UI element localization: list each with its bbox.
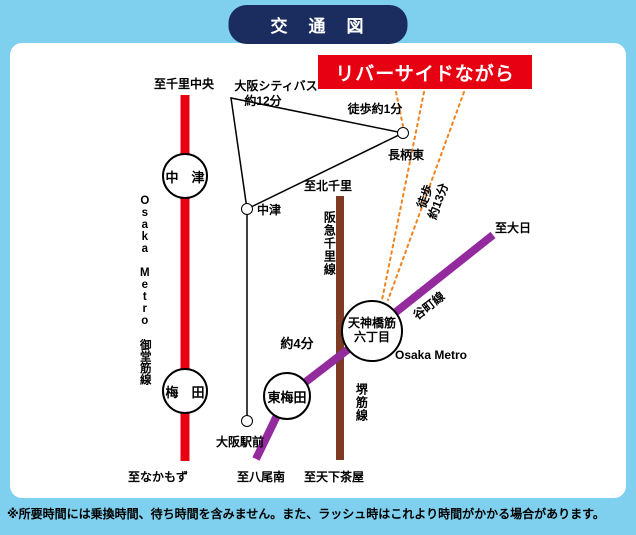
station-nakatsu-label: 中 津 (165, 169, 205, 185)
stop-label-osaka-ekimae: 大阪駅前 (215, 435, 265, 449)
line-label-sakaisuji: 堺筋線 (354, 383, 369, 422)
destination-highlight-box: リバーサイドながら (318, 55, 532, 89)
station-tenroku-label-1: 天神橋筋 (347, 316, 396, 331)
duration-bus-time: 約12分 (244, 94, 282, 108)
terminus-tengachaya: 至天下茶屋 (303, 470, 365, 484)
stop-label-nakatsu-hankyu: 中津 (257, 203, 282, 217)
walk-dotted-to-nagarahigashi (395, 91, 404, 127)
stop-nakatsu-hankyu (241, 203, 253, 215)
station-umeda: 梅 田 (162, 368, 208, 414)
terminus-yao-minami: 至八尾南 (236, 470, 286, 484)
stop-label-nagarahigashi: 長柄東 (387, 148, 425, 162)
station-tenroku-label-2: 六丁目 (353, 330, 390, 344)
map-panel (10, 43, 626, 498)
stop-osaka-ekimae (241, 415, 253, 427)
duration-bus-name: 大阪シティバス (234, 79, 318, 93)
station-higashi-umeda-label: 東梅田 (267, 389, 307, 405)
terminus-senri-chuo: 至千里中央 (153, 77, 215, 91)
terminus-dainichi: 至大日 (494, 221, 532, 235)
line-label-midosuji: Osaka Metro 御堂筋線 (138, 195, 151, 385)
station-tenjimbashisuji-6chome: 天神橋筋 六丁目 (341, 300, 403, 362)
station-umeda-label: 梅 田 (165, 384, 205, 400)
footnote: ※所要時間には乗換時間、待ち時間を含みません。また、ラッシュ時はこれより時間がか… (7, 507, 605, 521)
terminus-kita-senri: 至北千里 (303, 179, 353, 193)
line-label-osaka-metro: Osaka Metro (394, 348, 468, 362)
bus-route-line (230, 97, 406, 420)
duration-train-4min: 約4分 (280, 336, 314, 352)
station-nakatsu-midosuji: 中 津 (162, 153, 208, 199)
stop-nagarahigashi (397, 127, 409, 139)
walk-dotted-to-tenroku-1 (381, 91, 425, 301)
line-label-hankyu-senri: 阪急千里線 (322, 211, 337, 276)
duration-walk-1min: 徒歩約1分 (347, 102, 403, 116)
walk-dotted-to-tenroku-2 (387, 91, 465, 301)
title-banner: 交 通 図 (228, 5, 408, 44)
tanimachi-line (252, 231, 496, 461)
station-higashi-umeda: 東梅田 (263, 372, 311, 420)
terminus-nakamozu: 至なかもず (127, 470, 189, 484)
